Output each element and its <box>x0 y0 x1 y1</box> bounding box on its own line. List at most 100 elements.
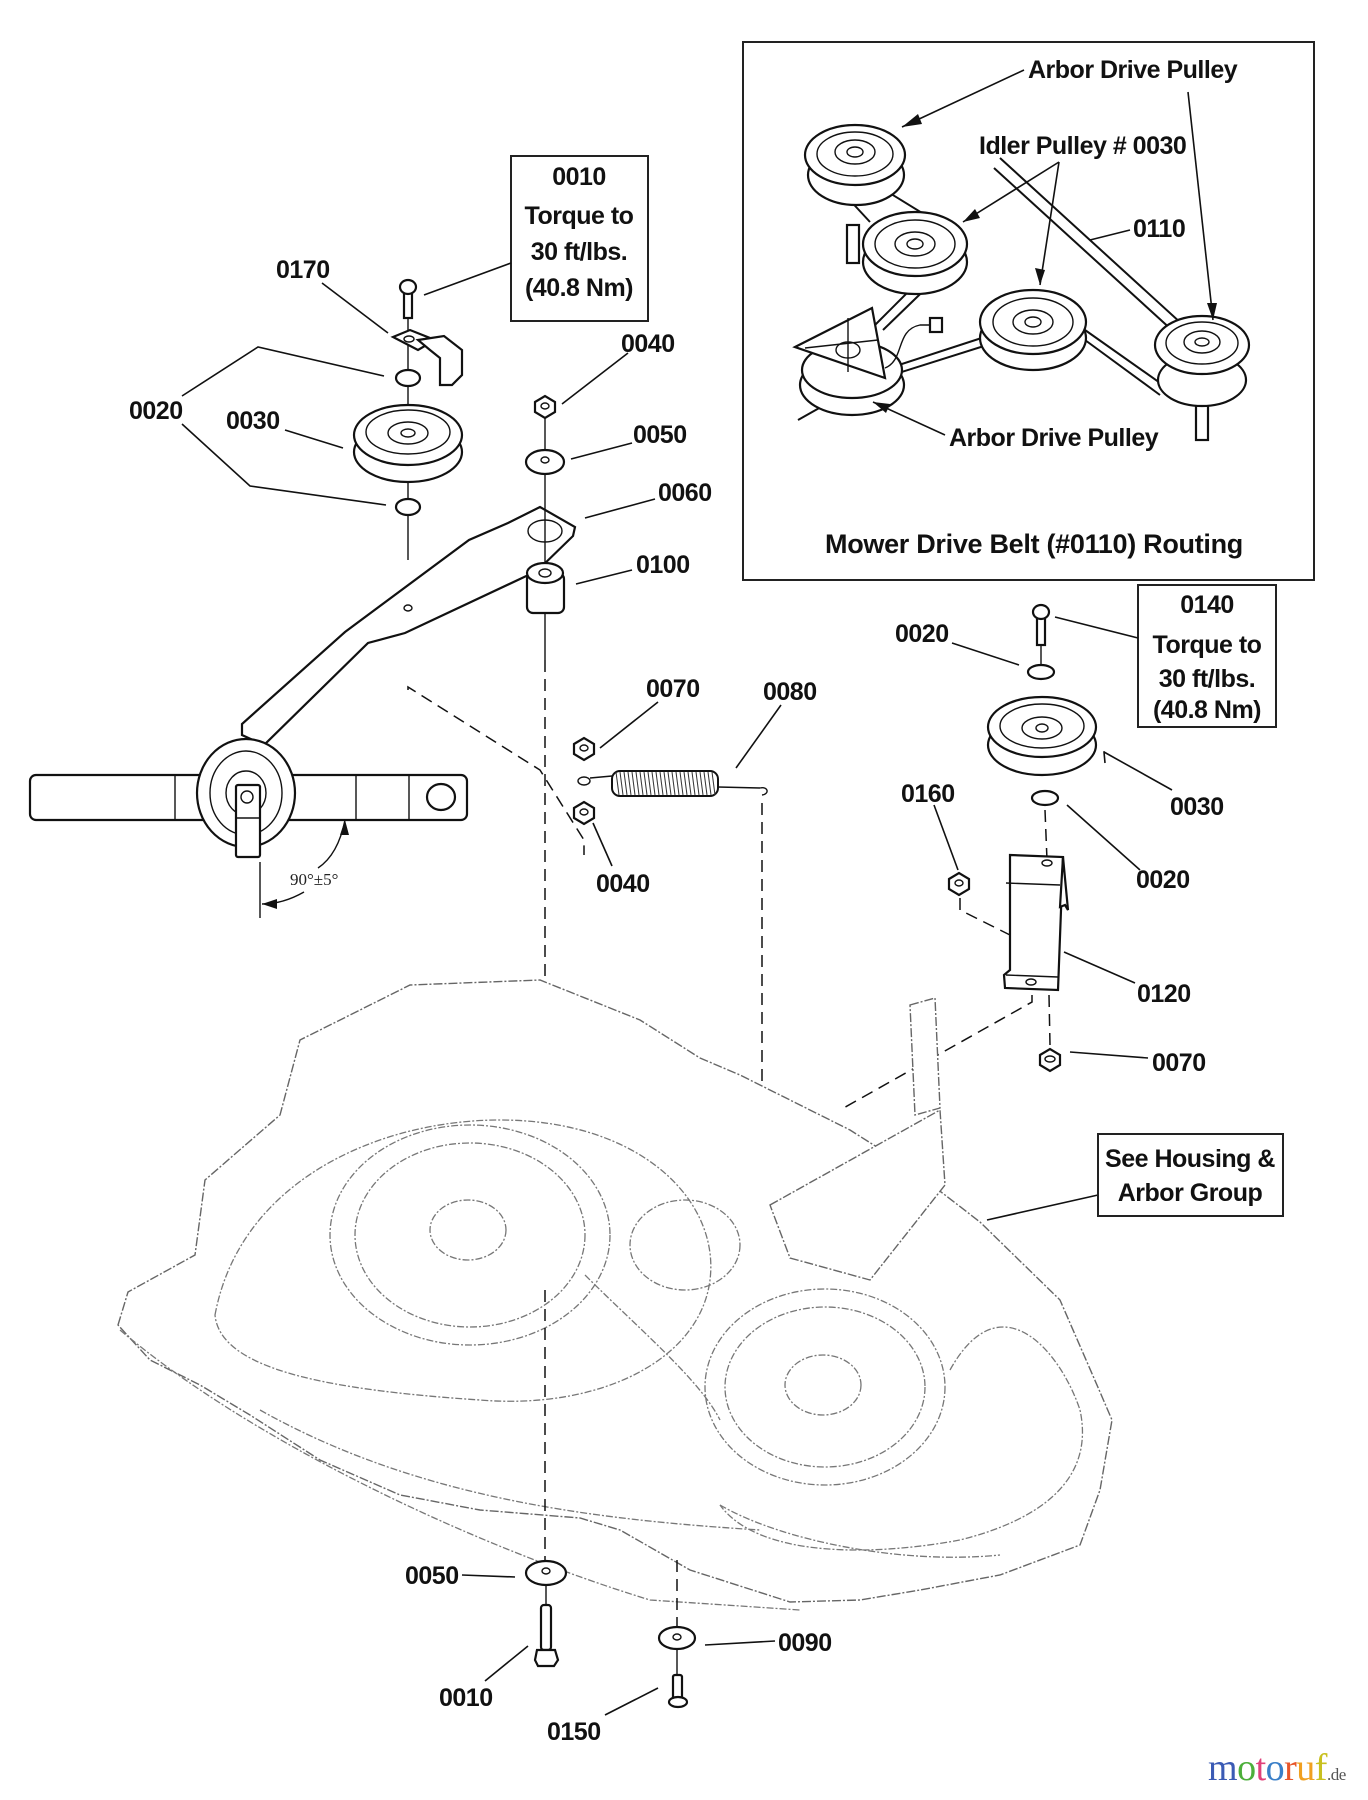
watermark-letter: t <box>1255 1747 1267 1789</box>
screw-0150 <box>667 1673 689 1709</box>
washer-0020-right-top <box>1026 663 1056 681</box>
bottom-leaders <box>461 1574 776 1716</box>
watermark-letter: f <box>1314 1747 1328 1789</box>
washer-0020-bottom <box>394 497 422 517</box>
inset-label-arbor-bottom: Arbor Drive Pulley <box>949 424 1159 452</box>
torque-right-line2: 30 ft/lbs. <box>1159 665 1255 693</box>
callout-0170: 0170 <box>276 256 330 284</box>
torque-right-part: 0140 <box>1180 591 1234 619</box>
spring-coil <box>679 771 684 796</box>
watermark-letter: r <box>1284 1747 1297 1789</box>
spring-coil <box>635 771 640 796</box>
bolt-0010-bottom <box>533 1603 560 1668</box>
washer-0050-bottom <box>524 1559 568 1587</box>
inset-title: Mower Drive Belt (#0110) Routing <box>825 529 1243 559</box>
callout-0050-bottom: 0050 <box>405 1562 459 1590</box>
inset-label-belt: 0110 <box>1133 215 1185 243</box>
washer-0020-right-bottom <box>1030 789 1060 807</box>
spring-coil <box>663 771 668 796</box>
spacer-0100 <box>525 561 566 615</box>
spring-coil <box>703 771 708 796</box>
spring-coil <box>627 771 632 796</box>
mower-deck-housing <box>117 979 1113 1611</box>
spring-coil <box>619 771 624 796</box>
spring-coil <box>675 771 680 796</box>
nut-0040-bottom <box>572 800 596 826</box>
watermark-letter: o <box>1237 1747 1256 1789</box>
bolt-0140 <box>1031 603 1051 647</box>
arbor-pulley-right <box>1153 314 1251 442</box>
spring-coil <box>695 771 700 796</box>
bracket-0120 <box>1002 853 1070 992</box>
spring-coil <box>687 771 692 796</box>
callout-0040-top: 0040 <box>621 330 675 358</box>
washer-0020-top <box>394 368 422 388</box>
spring-coil <box>643 771 648 796</box>
callout-0020-right-bottom: 0020 <box>1136 866 1190 894</box>
spring-leaders <box>592 701 782 867</box>
spring-coil <box>711 771 716 796</box>
spring-coil <box>647 771 652 796</box>
watermark-wordmark: motoruf <box>1208 1747 1327 1789</box>
spring-coil <box>683 771 688 796</box>
callout-0090: 0090 <box>778 1629 832 1657</box>
spring-coil <box>667 771 672 796</box>
watermark-letter: m <box>1208 1747 1238 1789</box>
torque-left-line2: 30 ft/lbs. <box>531 238 627 266</box>
torque-note-right: 0140 Torque to 30 ft/lbs. (40.8 Nm) <box>1054 584 1277 728</box>
nut-0040-top <box>533 394 557 420</box>
idler-pulley-inset-1 <box>861 210 969 296</box>
bracket-0170 <box>390 328 464 387</box>
arbor-pulley-top <box>803 123 907 265</box>
callout-0080: 0080 <box>763 678 817 706</box>
inset-leaders <box>872 69 1217 436</box>
alignment-detail: 90°±5° <box>28 737 469 918</box>
spring-coil <box>691 771 696 796</box>
callout-0050-top: 0050 <box>633 421 687 449</box>
spring-assembly <box>572 736 768 1230</box>
torque-left-line3: (40.8 Nm) <box>525 274 633 302</box>
callout-0040-bottom: 0040 <box>596 870 650 898</box>
torque-left-line1: Torque to <box>525 202 634 230</box>
washer-0050-top <box>524 448 566 476</box>
callout-0120: 0120 <box>1137 980 1191 1008</box>
callout-0020-left: 0020 <box>129 397 183 425</box>
idler-pulley-0030-left <box>352 403 464 484</box>
arbor-pulley-bottom <box>792 306 944 417</box>
nut-0070-left <box>572 736 596 762</box>
washer-0090 <box>657 1625 697 1651</box>
callout-0100: 0100 <box>636 551 690 579</box>
spring-coil <box>639 771 644 796</box>
callout-0030-right: 0030 <box>1170 793 1224 821</box>
right-leaders <box>933 642 1173 1059</box>
callout-0070-right: 0070 <box>1152 1049 1206 1077</box>
spring-coil <box>659 771 664 796</box>
watermark-tld: .de <box>1326 1765 1346 1784</box>
spring-coil <box>615 771 620 796</box>
inset-label-idler: Idler Pulley # 0030 <box>979 132 1186 160</box>
inset-label-arbor-top: Arbor Drive Pulley <box>1028 56 1238 84</box>
spring-0080 <box>577 770 768 797</box>
spring-coil <box>699 771 704 796</box>
torque-right-line1: Torque to <box>1153 631 1262 659</box>
callout-0030-left: 0030 <box>226 407 280 435</box>
housing-note: See Housing & Arbor Group <box>1097 1133 1284 1217</box>
housing-note-line1: See Housing & <box>1105 1145 1275 1173</box>
right-idler-assembly <box>839 603 1098 1111</box>
torque-note-left: 0010 Torque to 30 ft/lbs. (40.8 Nm) <box>423 155 649 322</box>
bolt-0010-top <box>398 278 418 320</box>
spring-coil <box>631 771 636 796</box>
torque-left-part: 0010 <box>552 163 606 191</box>
idler-pulley-inset-2 <box>978 288 1088 372</box>
idler-pulley-0030-right <box>986 695 1098 777</box>
callout-0150: 0150 <box>547 1718 601 1746</box>
nut-0160 <box>947 871 971 897</box>
spring-coils <box>615 771 716 796</box>
spring-coil <box>651 771 656 796</box>
left-idler-assembly <box>240 278 577 747</box>
callout-0070-left: 0070 <box>646 675 700 703</box>
left-leaders <box>181 282 656 585</box>
spring-coil <box>655 771 660 796</box>
callout-0020-right-top: 0020 <box>895 620 949 648</box>
